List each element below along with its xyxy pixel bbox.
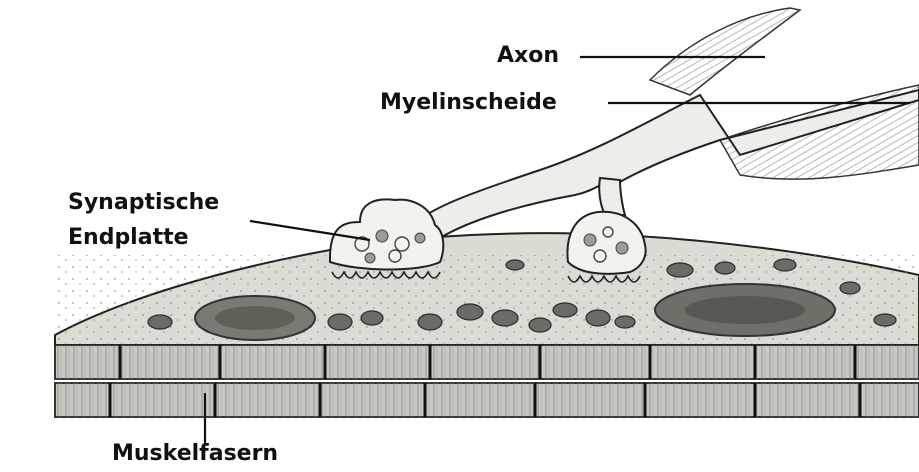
muscle-fibers bbox=[55, 345, 919, 417]
synaptic-endplate-label-line2: Endplatte bbox=[68, 224, 189, 252]
endplate-left bbox=[330, 199, 443, 278]
axon-branch-right bbox=[599, 178, 625, 215]
muscle-fibers-label: Muskelfasern bbox=[112, 440, 278, 468]
synaptic-endplate-label-line1: Synaptische bbox=[68, 189, 219, 217]
axon-label: Axon bbox=[497, 42, 559, 70]
myelin-sheath-label: Myelinscheide bbox=[380, 89, 557, 117]
myelin-sheath-upper bbox=[650, 8, 800, 95]
